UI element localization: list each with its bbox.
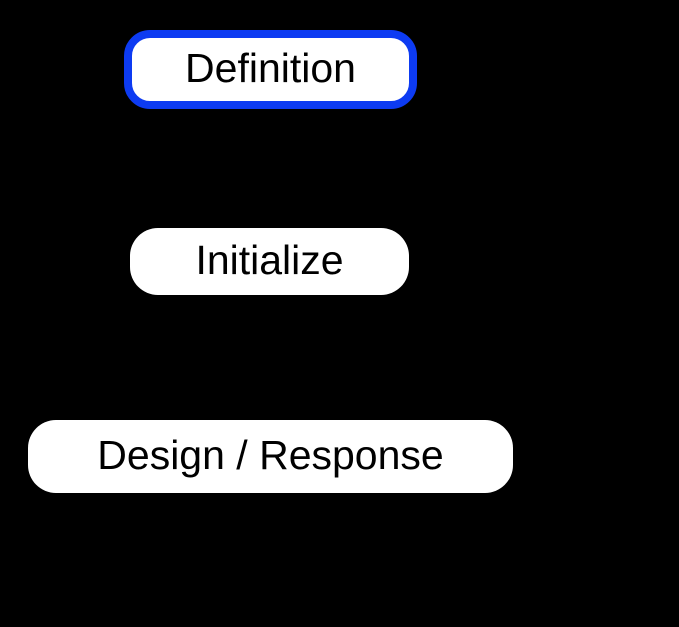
node-initialize-label: Initialize (195, 237, 344, 283)
node-definition-label: Definition (185, 45, 356, 91)
node-initialize[interactable]: Initialize (130, 228, 409, 295)
node-definition[interactable]: Definition (124, 30, 417, 109)
node-design-response-label: Design / Response (97, 432, 444, 478)
node-design-response[interactable]: Design / Response (28, 420, 513, 493)
